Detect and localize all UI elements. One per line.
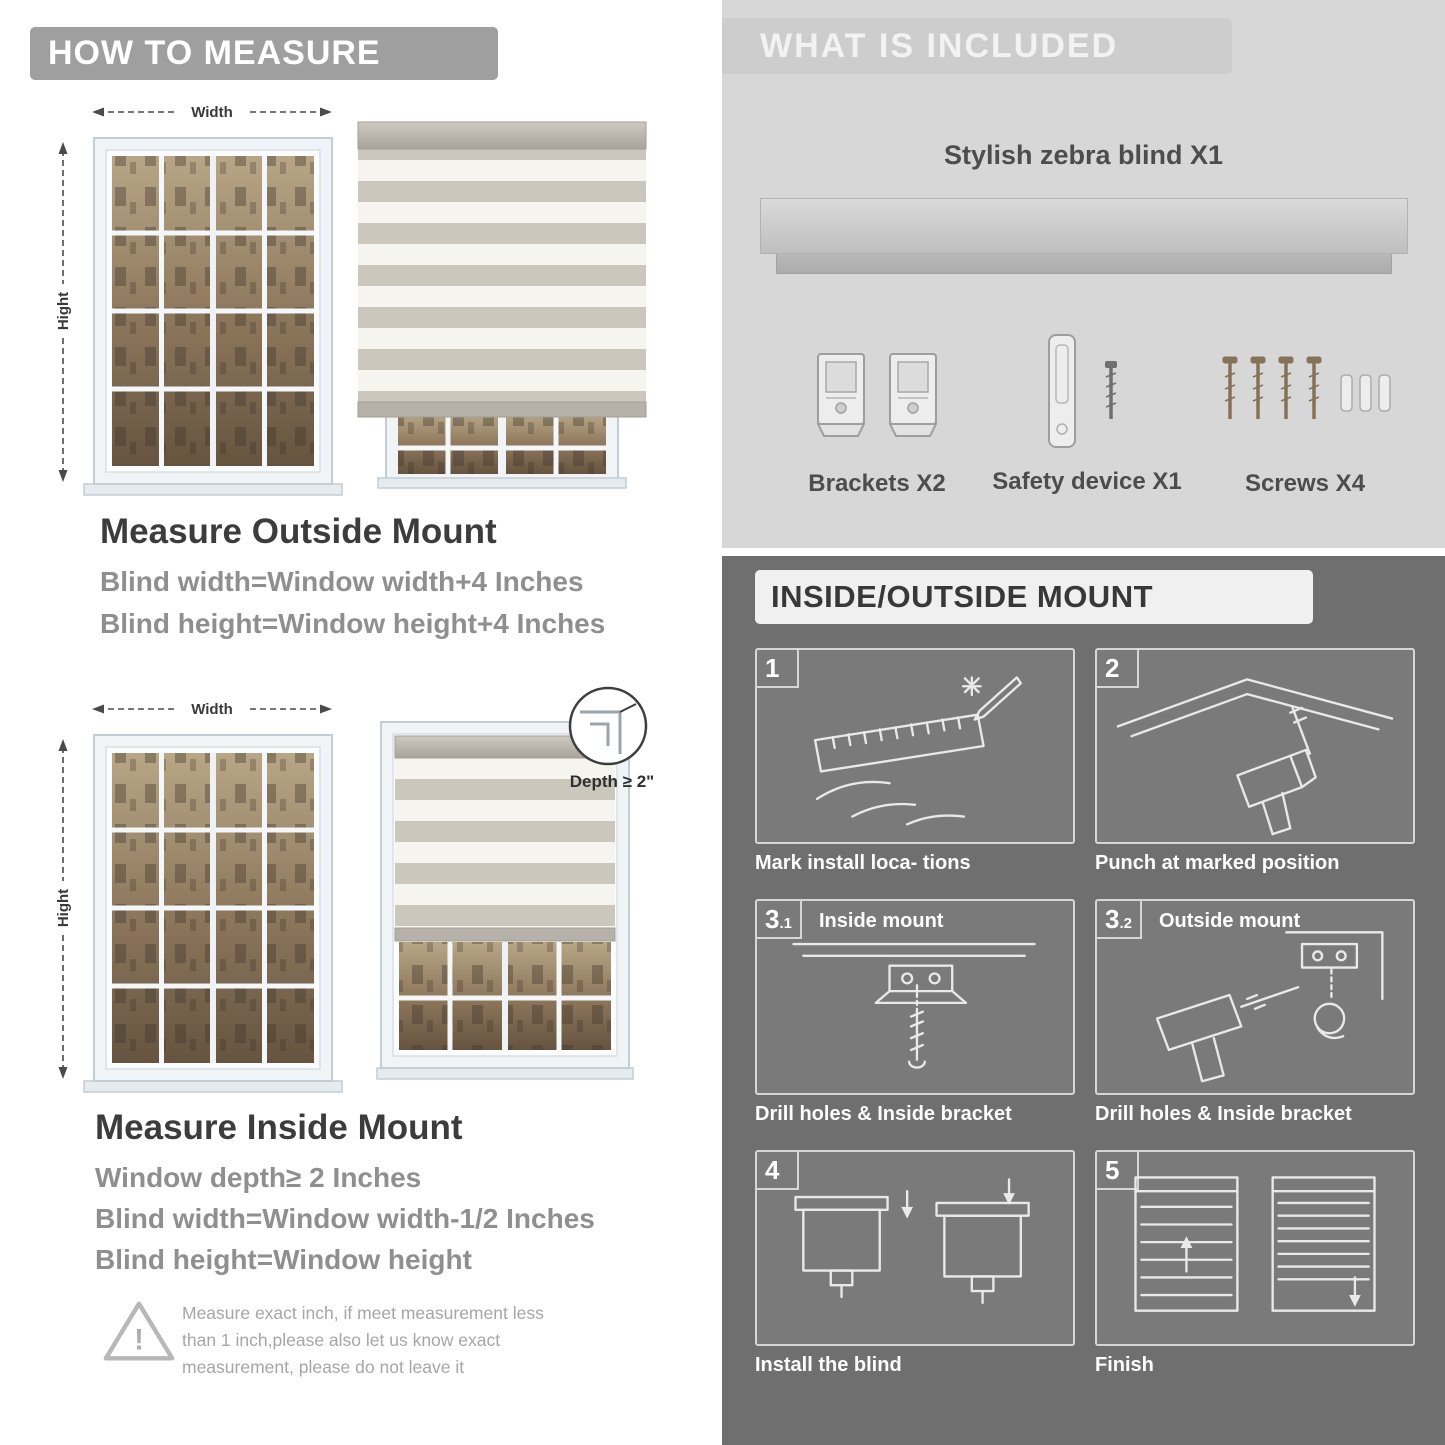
step-2: 2 Punch at marked position bbox=[1095, 648, 1415, 875]
warning-mark: ! bbox=[134, 1325, 144, 1357]
mount-banner: INSIDE/OUTSIDE MOUNT bbox=[755, 570, 1313, 624]
included-item-safety-device: Safety device X1 bbox=[977, 328, 1197, 496]
width-label: Width bbox=[191, 701, 233, 718]
bracket-icon bbox=[816, 353, 866, 437]
step-number: 3.2 bbox=[1097, 901, 1142, 939]
step-3-1-panel: 3.1 Inside mount bbox=[755, 899, 1075, 1095]
safety-device-icon bbox=[1048, 333, 1117, 448]
inside-mount-title: Measure Inside Mount bbox=[95, 1108, 463, 1147]
bracket-icon bbox=[888, 353, 938, 437]
measure-formula-line: Blind width=Window width-1/2 Inches bbox=[95, 1203, 595, 1234]
step-2-panel: 2 bbox=[1095, 648, 1415, 844]
headrail-lip bbox=[776, 254, 1392, 274]
step-5-panel: 5 bbox=[1095, 1150, 1415, 1346]
depth-note: Depth ≥ 2" bbox=[569, 772, 655, 791]
how-to-measure-section: HOW TO MEASURE bbox=[0, 0, 722, 1445]
headrail-bar bbox=[760, 198, 1408, 254]
item-label: Brackets X2 bbox=[808, 470, 946, 497]
step-inner-label: Inside mount bbox=[819, 910, 944, 932]
step-caption: Mark install loca- tions bbox=[755, 852, 971, 874]
step-3-1: 3.1 Inside mount bbox=[755, 899, 1075, 1126]
step-number: 5 bbox=[1097, 1152, 1139, 1190]
step-4-panel: 4 bbox=[755, 1150, 1075, 1346]
warning-text-line: measurement, please do not leave it bbox=[182, 1357, 465, 1378]
what-is-included-banner: WHAT IS INCLUDED bbox=[722, 18, 1232, 74]
height-label: Hight bbox=[55, 292, 72, 330]
window-inside-illustration: Width Hight bbox=[55, 701, 343, 1093]
inside-bracket-illustration bbox=[792, 942, 1036, 1069]
depth-callout bbox=[566, 684, 650, 768]
width-label: Width bbox=[191, 104, 233, 121]
step-number: 2 bbox=[1097, 650, 1139, 688]
included-item-brackets: Brackets X2 bbox=[777, 330, 977, 498]
step-number: 1 bbox=[757, 650, 799, 688]
height-label: Hight bbox=[55, 889, 72, 927]
item-label: Screws X4 bbox=[1244, 470, 1366, 497]
product-title: Stylish zebra blind X1 bbox=[943, 140, 1224, 170]
step-3-2: 3.2 Outside mount bbox=[1095, 899, 1415, 1126]
step-5: 5 bbox=[1095, 1150, 1415, 1377]
measure-formula-line: Blind width=Window width+4 Inches bbox=[100, 566, 584, 597]
warning-icon: ! bbox=[103, 1301, 175, 1361]
step-caption: Install the blind bbox=[755, 1354, 902, 1376]
headrail-illustration bbox=[760, 198, 1408, 274]
depth-circle-icon bbox=[568, 686, 648, 766]
step-number: 3.1 bbox=[757, 901, 802, 939]
step-caption: Punch at marked position bbox=[1095, 852, 1340, 874]
mount-instructions-section: INSIDE/OUTSIDE MOUNT 1 bbox=[722, 556, 1445, 1445]
included-item-screws: Screws X4 bbox=[1200, 330, 1410, 498]
installation-steps: 1 Mark install loca- tions bbox=[755, 648, 1415, 1377]
outside-bracket-illustration bbox=[1155, 931, 1384, 1083]
finish-blind-illustration bbox=[1134, 1176, 1376, 1312]
how-to-measure-banner: HOW TO MEASURE bbox=[30, 27, 498, 80]
warning-text-line: Measure exact inch, if meet measurement … bbox=[182, 1303, 544, 1323]
measure-formula-line: Blind height=Window height+4 Inches bbox=[100, 608, 606, 639]
measure-formula-line: Window depth≥ 2 Inches bbox=[95, 1162, 422, 1193]
step-1: 1 Mark install loca- tions bbox=[755, 648, 1075, 875]
screws-icon bbox=[1222, 356, 1391, 419]
window-outside-illustration: Width Hight bbox=[55, 104, 343, 496]
step-inner-label: Outside mount bbox=[1159, 910, 1301, 932]
zebra-blind-outside-illustration bbox=[357, 121, 647, 489]
mark-location-illustration bbox=[813, 676, 1022, 826]
warning-text-line: than 1 inch,please also let us know exac… bbox=[182, 1330, 501, 1351]
step-number: 4 bbox=[757, 1152, 799, 1190]
step-caption: Drill holes & Inside bracket bbox=[1095, 1103, 1352, 1125]
step-1-panel: 1 bbox=[755, 648, 1075, 844]
step-caption: Finish bbox=[1095, 1354, 1154, 1376]
zebra-blind-inside-illustration bbox=[376, 721, 634, 1080]
step-4: 4 bbox=[755, 1150, 1075, 1377]
item-label: Safety device X1 bbox=[992, 468, 1182, 495]
step-3-2-panel: 3.2 Outside mount bbox=[1095, 899, 1415, 1095]
step-caption: Drill holes & Inside bracket bbox=[755, 1103, 1012, 1125]
measurement-warning: Measure exact inch, if meet measurement … bbox=[182, 1300, 652, 1381]
install-blind-illustration bbox=[794, 1178, 1030, 1305]
measure-formula-line: Blind height=Window height bbox=[95, 1244, 472, 1275]
drill-ceiling-illustration bbox=[1116, 678, 1394, 836]
anchor-icon bbox=[1339, 374, 1391, 412]
outside-mount-title: Measure Outside Mount bbox=[100, 512, 497, 551]
what-is-included-section: WHAT IS INCLUDED Stylish zebra blind X1 bbox=[722, 0, 1445, 548]
